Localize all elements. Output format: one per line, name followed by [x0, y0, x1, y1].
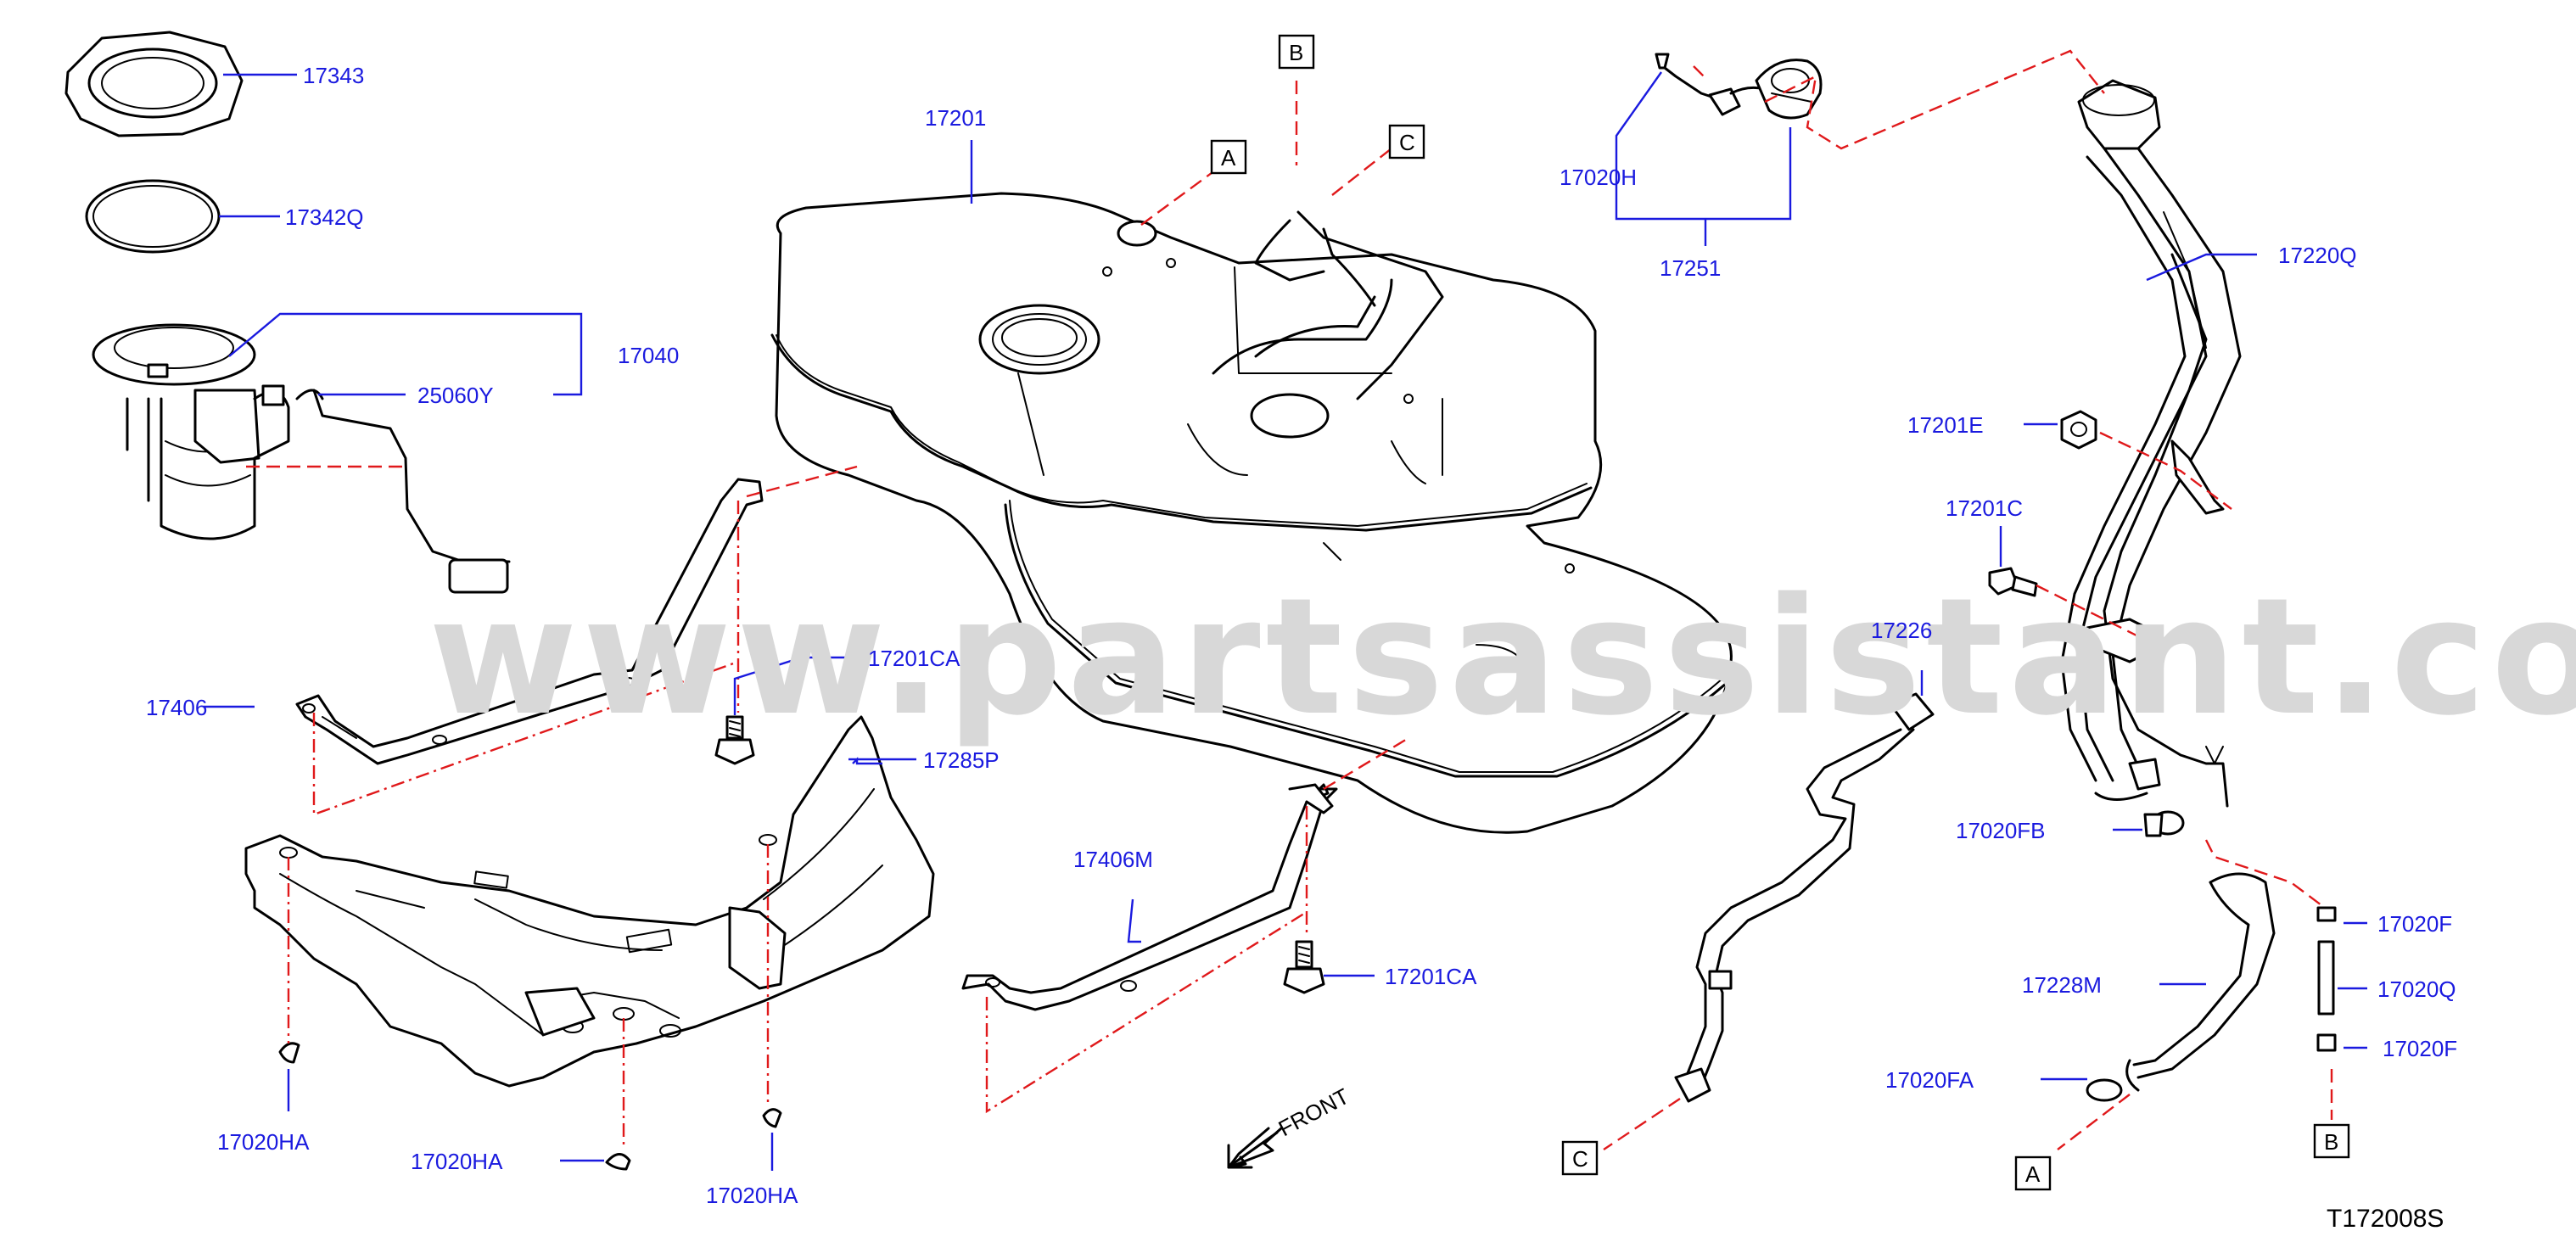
leader-lines — [204, 71, 2367, 1171]
ref-letter-b-bottom: B — [2324, 1129, 2338, 1155]
ref-letter-a-top: A — [1221, 145, 1236, 171]
part-label-17201ca-right: 17201CA — [1385, 964, 1477, 989]
hose-17226-drawing — [1674, 692, 1935, 1103]
part-label-25060y: 25060Y — [417, 383, 494, 408]
part-label-17020fb: 17020FB — [1956, 818, 2046, 843]
filler-cap-drawing — [1655, 53, 1823, 120]
part-label-17020f-lower: 17020F — [2383, 1036, 2457, 1061]
ref-letter-c-top: C — [1399, 130, 1415, 155]
part-label-17020h: 17020H — [1560, 165, 1637, 190]
diagram-code: T172008S — [2327, 1205, 2444, 1233]
ref-letter-a-bottom: A — [2025, 1161, 2041, 1187]
ref-box-c-top: C — [1388, 124, 1425, 159]
ref-box-c-bottom: C — [1561, 1140, 1599, 1176]
ref-box-a-bottom: A — [2014, 1155, 2052, 1191]
hose-clamps-drawing — [2086, 810, 2337, 1102]
bolt-17201CA-right-drawing — [1283, 940, 1325, 994]
ref-box-b-bottom: B — [2313, 1123, 2350, 1159]
part-label-17228m: 17228M — [2022, 972, 2102, 998]
part-label-17220q: 17220Q — [2278, 243, 2357, 268]
part-label-17201ca-left: 17201CA — [868, 646, 960, 671]
part-label-17226: 17226 — [1871, 618, 1932, 643]
heat-shield-drawing — [244, 715, 935, 1088]
front-direction-indicator: FRONT — [1227, 1083, 1353, 1169]
bolt-17201C-drawing — [1988, 567, 2038, 597]
clip-17020HA-drawings — [278, 1042, 782, 1171]
fuel-tank-drawing — [770, 192, 1733, 834]
part-label-17342q: 17342Q — [285, 204, 364, 230]
part-label-17343: 17343 — [303, 63, 364, 88]
tank-band-right-drawing — [961, 783, 1338, 1011]
part-label-17020ha-left: 17020HA — [217, 1129, 310, 1155]
ref-letter-b-top: B — [1289, 40, 1303, 65]
part-label-17020f-upper: 17020F — [2377, 911, 2452, 937]
part-label-17020ha-middle: 17020HA — [411, 1149, 503, 1174]
ref-box-b-top: B — [1278, 34, 1315, 70]
tank-band-left-drawing — [295, 478, 764, 765]
reference-lines — [246, 49, 2333, 1150]
watermark-text: www.partsassistant.com — [428, 563, 2576, 751]
front-label: FRONT — [1274, 1083, 1353, 1142]
bolt-17201CA-left-drawing — [714, 715, 755, 765]
ref-box-a-top: A — [1210, 139, 1247, 175]
nut-17201E-drawing — [2060, 410, 2097, 450]
filler-tube-drawing — [2060, 79, 2242, 808]
part-label-17201: 17201 — [925, 105, 986, 131]
part-label-17020ha-right: 17020HA — [706, 1183, 798, 1208]
part-label-17040: 17040 — [618, 343, 679, 368]
fuel-pump-assembly-drawing — [92, 323, 511, 594]
part-label-17251: 17251 — [1660, 255, 1721, 281]
part-label-17020q: 17020Q — [2377, 976, 2456, 1002]
part-label-17201e: 17201E — [1907, 412, 1984, 438]
part-label-17406m: 17406M — [1073, 847, 1153, 872]
o-ring-drawing — [85, 179, 221, 254]
part-label-17201c: 17201C — [1946, 495, 2023, 521]
ref-letter-c-bottom: C — [1572, 1146, 1588, 1172]
lock-ring-drawing — [64, 31, 244, 137]
part-label-17285p: 17285P — [923, 747, 1000, 773]
part-label-17406: 17406 — [146, 695, 207, 720]
part-label-17020fa: 17020FA — [1885, 1067, 1974, 1093]
